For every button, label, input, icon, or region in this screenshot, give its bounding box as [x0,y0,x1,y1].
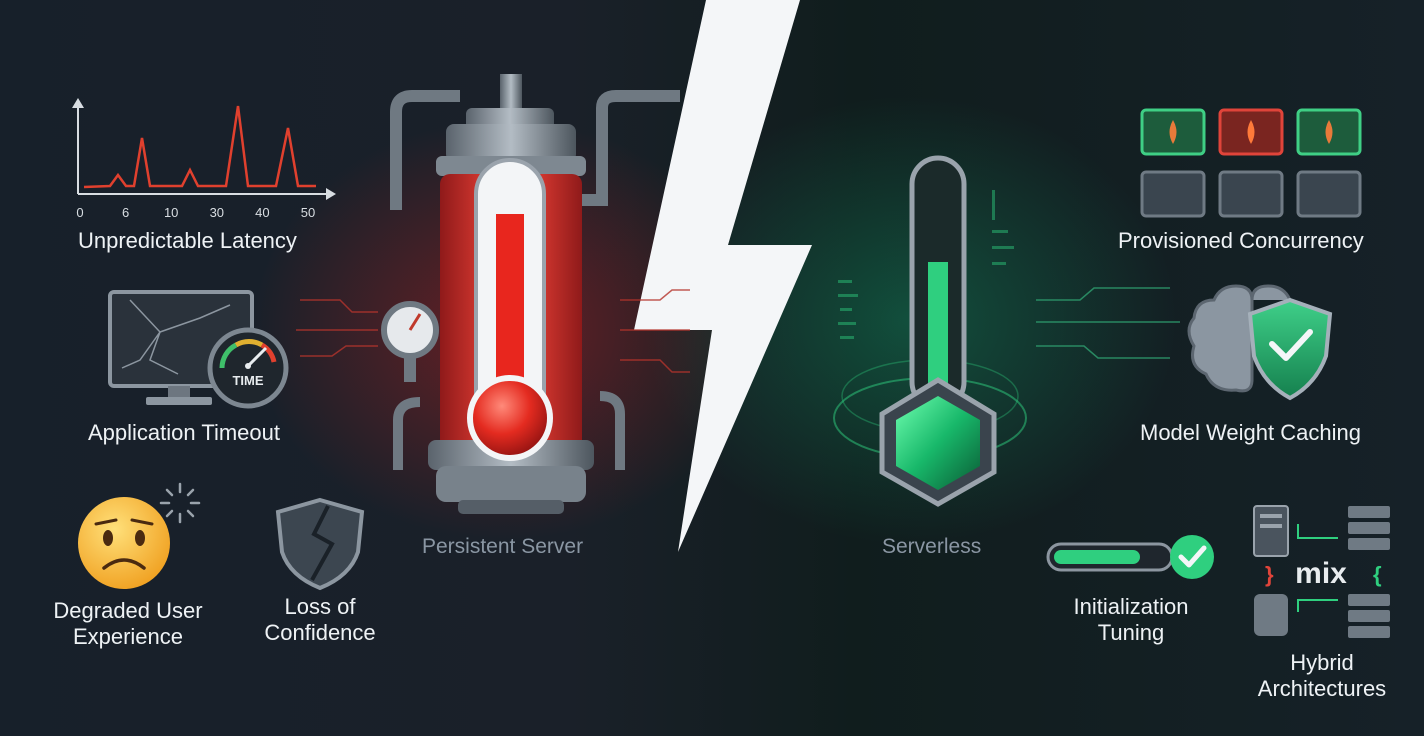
latency-tick-5: 50 [301,205,315,220]
init-line2: Tuning [1097,620,1165,645]
latency-tick-1: 6 [122,205,129,220]
hybrid-line1: Hybrid [1290,650,1354,675]
latency-tick-0: 0 [76,205,83,220]
degraded-ux-line2: Experience [72,624,184,649]
initialization-tuning-label: Initialization Tuning [1058,594,1204,646]
latency-tick-3: 30 [210,205,224,220]
container-grid-icon [1140,108,1362,218]
latency-chart-icon [72,98,336,200]
cool-thermometer-icon [833,155,1027,507]
degraded-ux-line1: Degraded User [53,598,203,623]
provisioned-concurrency-label: Provisioned Concurrency [1118,228,1364,253]
loss-line2: Confidence [264,620,376,645]
hybrid-line2: Architectures [1257,676,1387,701]
hot-thermometer-tank-icon [381,74,680,514]
hybrid-architectures-label: Hybrid Architectures [1246,650,1398,702]
latency-x-ticks: 0 6 10 30 40 50 [76,205,315,220]
svg-text:{: { [1373,562,1382,587]
degraded-ux-label: Degraded User Experience [40,598,216,650]
latency-tick-2: 10 [164,205,178,220]
loading-spinner-icon [159,482,201,524]
init-line1: Initialization [1073,594,1189,619]
serverless-label: Serverless [882,535,982,558]
broken-shield-icon [275,497,365,591]
model-weight-caching-label: Model Weight Caching [1140,420,1361,445]
hybrid-servers-icon: } { [1253,505,1390,638]
sad-face-icon [78,497,170,589]
progress-check-icon [1046,535,1214,579]
persistent-server-label: Persistent Server [422,535,584,558]
loss-line1: Loss of [284,594,356,619]
gauge-label: TIME [232,373,263,388]
svg-text:}: } [1265,562,1274,587]
cool-lines [1036,287,1180,359]
application-timeout-label: Application Timeout [88,420,280,445]
data-stream-lines [838,190,1014,339]
brain-shield-icon [1187,284,1333,401]
latency-tick-4: 40 [255,205,269,220]
lightning-bolt-icon [634,0,812,552]
hybrid-word: mix [1295,557,1347,590]
unpredictable-latency-label: Unpredictable Latency [78,228,297,253]
timeout-gauge-icon [207,327,289,409]
loss-of-confidence-label: Loss of Confidence [252,594,388,646]
heat-lines [296,289,690,373]
